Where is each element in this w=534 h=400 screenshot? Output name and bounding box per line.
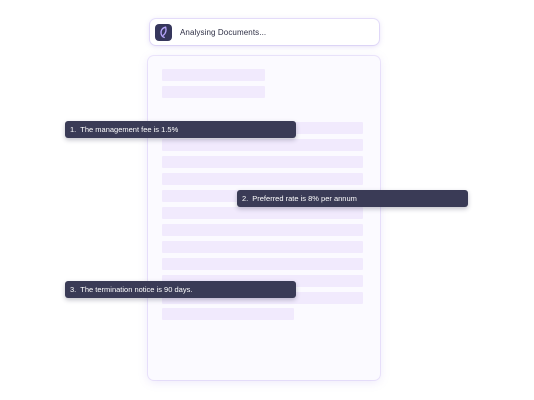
finding-number: 2. [242,194,249,203]
finding-callout-3: 3. The termination notice is 90 days. [65,281,296,298]
doc-text-line [162,207,363,219]
finding-callout-2: 2. Preferred rate is 8% per annum [237,190,468,207]
analysis-status-bar: Analysing Documents... [150,19,379,45]
doc-text-line [162,173,363,185]
doc-heading-line [162,69,265,81]
status-text: Analysing Documents... [180,27,267,37]
doc-heading-line [162,86,265,98]
doc-text-line [162,308,294,320]
finding-text: Preferred rate is 8% per annum [252,194,357,203]
doc-text-line [162,156,363,168]
document-preview [148,56,380,380]
finding-text: The termination notice is 90 days. [80,285,193,294]
finding-text: The management fee is 1.5% [80,125,179,134]
finding-callout-1: 1. The management fee is 1.5% [65,121,296,138]
doc-text-line [162,258,363,270]
doc-text-line [162,241,363,253]
finding-number: 1. [70,125,77,134]
finding-number: 3. [70,285,77,294]
leaf-logo-icon [155,23,172,41]
doc-text-line [162,224,363,236]
doc-text-line [162,139,363,151]
